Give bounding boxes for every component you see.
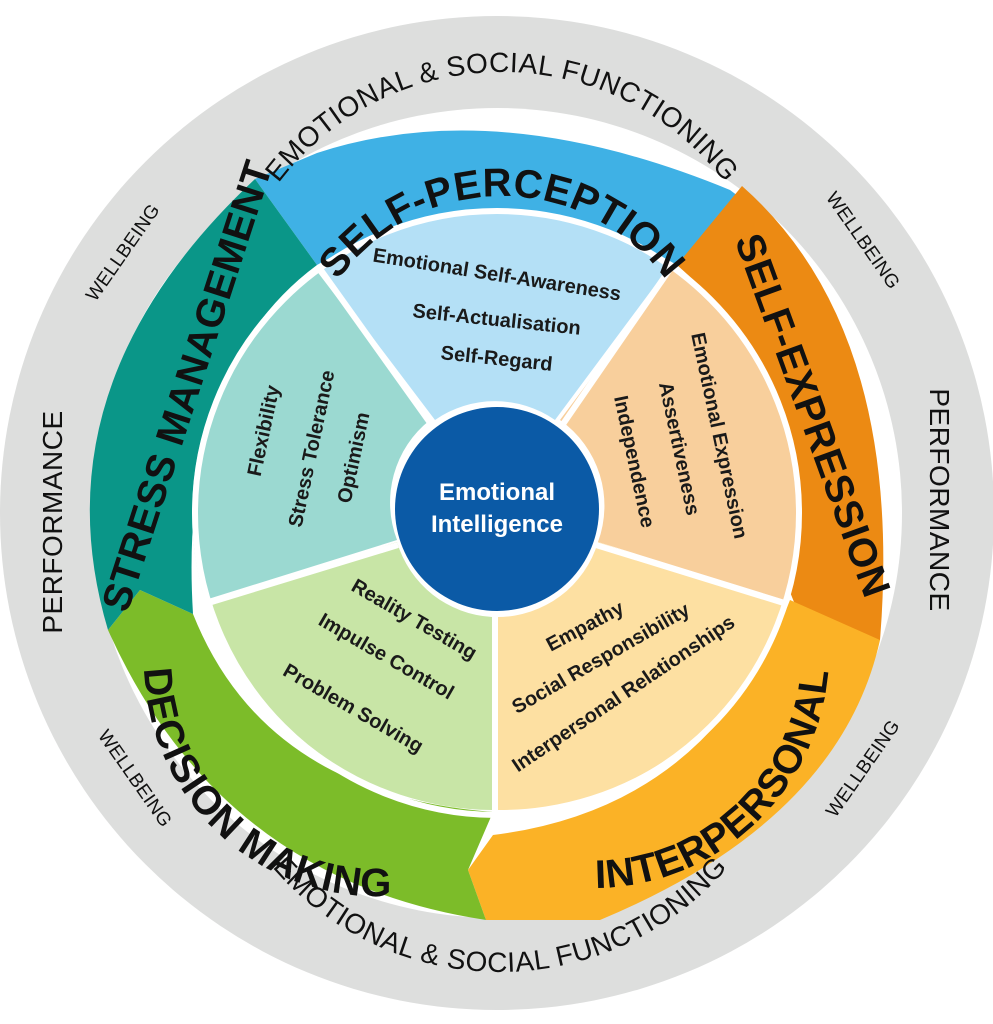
ring-label-left: PERFORMANCE xyxy=(37,410,68,633)
center-label-line1: Emotional xyxy=(439,479,555,506)
sector-interpersonal[interactable] xyxy=(498,542,785,811)
band-self-perception[interactable] xyxy=(255,130,742,265)
sector-self-expression[interactable] xyxy=(560,270,798,600)
composite-bands xyxy=(89,130,884,920)
sector-decision-making[interactable] xyxy=(210,542,492,810)
center-circle[interactable] xyxy=(395,407,599,611)
sector-stress-management[interactable] xyxy=(192,270,430,600)
sector-self-perception[interactable] xyxy=(320,212,668,420)
subscale-sectors xyxy=(192,212,798,811)
ring-label-right: PERFORMANCE xyxy=(924,388,955,611)
band-stress-management[interactable] xyxy=(89,179,317,630)
band-decision-making[interactable] xyxy=(108,590,493,920)
sector-separators xyxy=(192,208,802,818)
band-self-expression[interactable] xyxy=(677,186,884,660)
band-interpersonal[interactable] xyxy=(468,600,880,920)
center-label-line2: Intelligence xyxy=(431,511,563,538)
